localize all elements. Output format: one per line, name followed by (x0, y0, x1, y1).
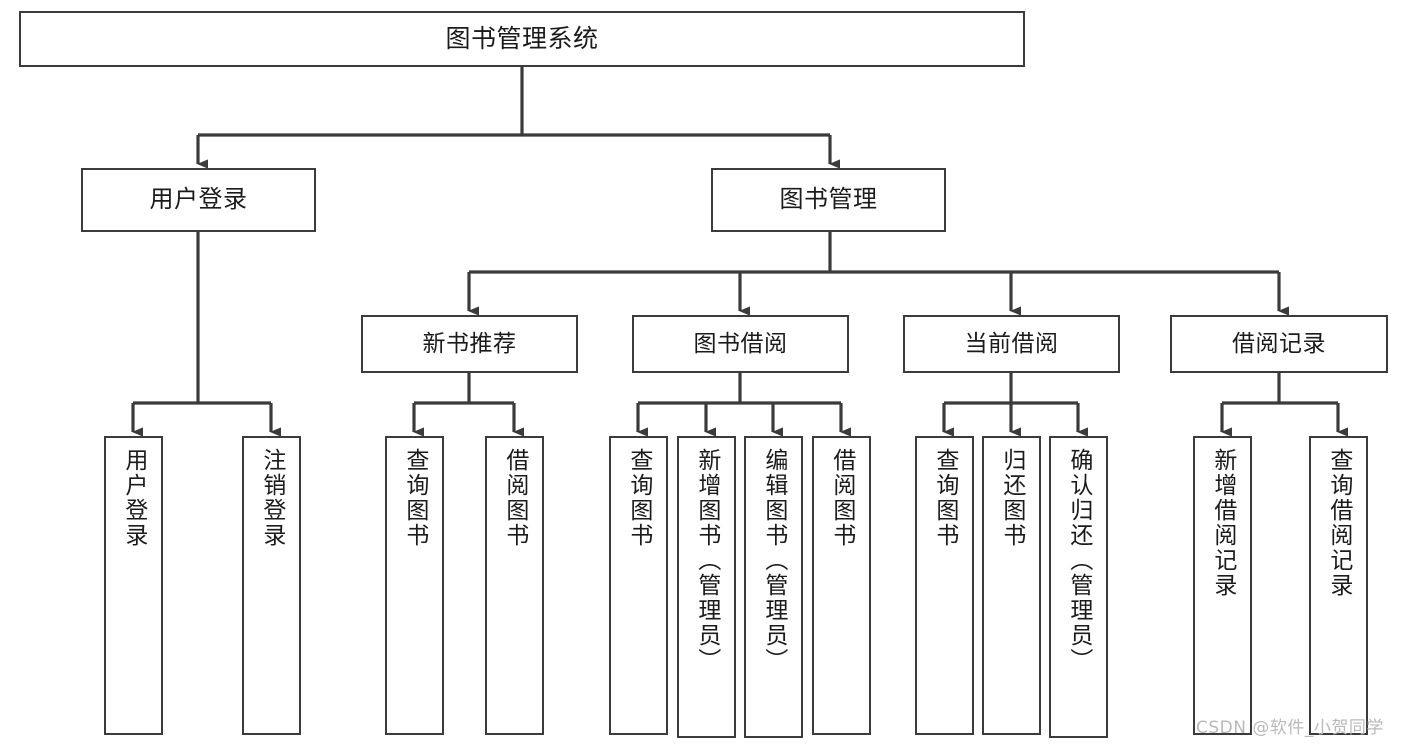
node-label: 查询图书 (401, 448, 428, 548)
node-leaf-query-books-newbook[interactable]: 查询图书 (385, 436, 444, 735)
node-leaf-add-borrowing-record[interactable]: 新增借阅记录 (1193, 436, 1252, 735)
node-leaf-return-books[interactable]: 归还图书 (982, 436, 1041, 735)
node-label: 图书管理系统 (445, 23, 599, 53)
node-leaf-edit-book-admin[interactable]: 编辑图书（管理员） (744, 436, 803, 738)
node-label: 借阅图书 (501, 448, 528, 548)
node-user-login[interactable]: 用户登录 (81, 168, 316, 232)
node-label: 新书推荐 (422, 330, 517, 357)
node-label: 编辑图书（管理员） (760, 448, 787, 673)
node-label: 归还图书 (998, 448, 1025, 548)
node-leaf-query-books-current[interactable]: 查询图书 (915, 436, 974, 735)
node-leaf-user-login[interactable]: 用户登录 (104, 436, 163, 735)
node-root-book-management-system[interactable]: 图书管理系统 (19, 11, 1025, 67)
node-label: 借阅图书 (828, 448, 855, 548)
node-leaf-borrow-books-newbook[interactable]: 借阅图书 (485, 436, 544, 735)
node-borrowing-records[interactable]: 借阅记录 (1170, 315, 1388, 373)
node-leaf-query-books-borrow[interactable]: 查询图书 (609, 436, 668, 735)
node-label: 新增借阅记录 (1209, 448, 1236, 598)
node-leaf-borrow-books-borrow[interactable]: 借阅图书 (812, 436, 871, 735)
node-new-book-recommendation[interactable]: 新书推荐 (361, 315, 578, 373)
node-label: 图书借阅 (693, 330, 788, 357)
node-label: 查询借阅记录 (1325, 448, 1352, 598)
node-label: 确认归还（管理员） (1065, 448, 1092, 673)
node-label: 查询图书 (625, 448, 652, 548)
node-label: 用户登录 (149, 185, 248, 214)
node-leaf-confirm-return-admin[interactable]: 确认归还（管理员） (1049, 436, 1108, 738)
node-book-borrowing[interactable]: 图书借阅 (632, 315, 849, 373)
node-label: 查询图书 (931, 448, 958, 548)
csdn-watermark: CSDN @软件_小贺同学 (1196, 718, 1384, 738)
node-leaf-add-book-admin[interactable]: 新增图书（管理员） (677, 436, 736, 738)
node-book-management[interactable]: 图书管理 (711, 168, 946, 232)
node-leaf-query-borrowing-record[interactable]: 查询借阅记录 (1309, 436, 1368, 735)
node-label: 图书管理 (779, 185, 878, 214)
node-leaf-logout[interactable]: 注销登录 (242, 436, 301, 735)
node-label: 注销登录 (258, 448, 285, 548)
node-label: 借阅记录 (1232, 330, 1326, 357)
node-label: 用户登录 (120, 448, 147, 548)
node-label: 新增图书（管理员） (693, 448, 720, 673)
node-current-borrowing[interactable]: 当前借阅 (903, 315, 1120, 373)
node-label: 当前借阅 (964, 330, 1059, 357)
